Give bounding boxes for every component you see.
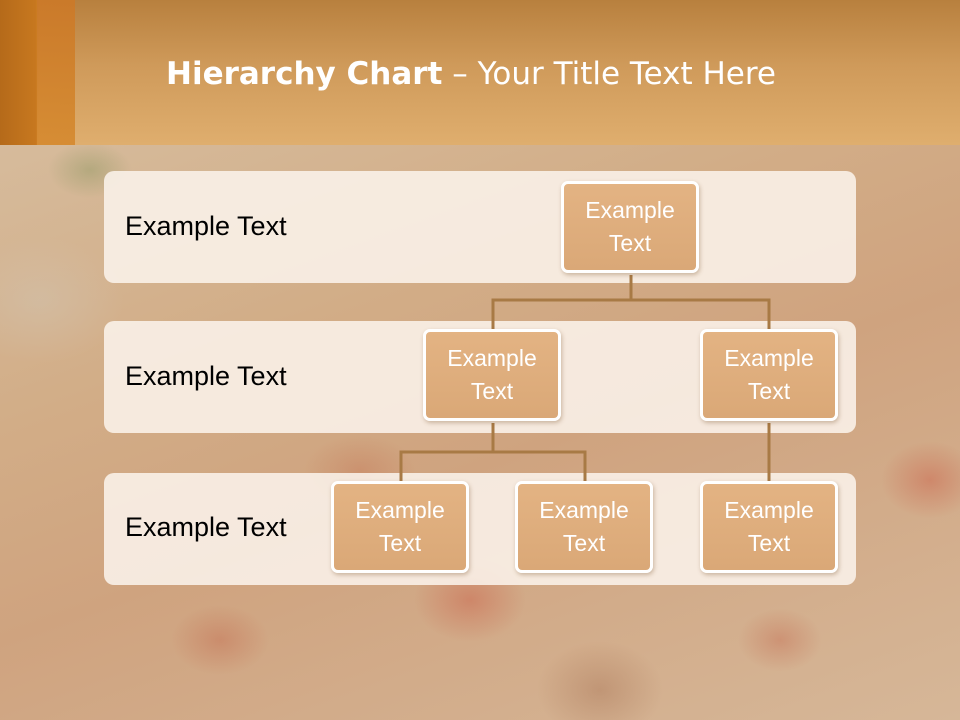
node-level2-left-label: Example Text	[447, 345, 537, 404]
connector-root-to-level2-right	[631, 298, 771, 330]
level-2-label[interactable]: Example Text	[125, 361, 287, 391]
slide-title[interactable]: Hierarchy Chart – Your Title Text Here	[166, 56, 776, 92]
node-level3-right[interactable]: Example Text	[700, 481, 838, 573]
slide-title-separator: –	[442, 56, 478, 92]
node-level2-right[interactable]: Example Text	[700, 329, 838, 421]
connector-root-to-level2	[491, 275, 633, 330]
node-level2-right-label: Example Text	[724, 345, 814, 404]
level-3-label[interactable]: Example Text	[125, 512, 287, 542]
node-level3-middle[interactable]: Example Text	[515, 481, 653, 573]
slide-title-bold: Hierarchy Chart	[166, 56, 443, 92]
slide-title-rest: Your Title Text Here	[477, 56, 776, 92]
node-root[interactable]: Example Text	[561, 181, 699, 273]
connector-level2-left-to-level3	[399, 423, 495, 482]
title-bar	[0, 0, 960, 145]
node-level3-left-label: Example Text	[355, 497, 445, 556]
level-1-label[interactable]: Example Text	[125, 211, 287, 241]
node-level3-middle-label: Example Text	[539, 497, 629, 556]
level-band-1	[104, 171, 856, 283]
header-accent-stripe-inner	[37, 0, 75, 145]
connector-level2-left-to-level3-middle	[493, 450, 587, 482]
node-level2-left[interactable]: Example Text	[423, 329, 561, 421]
node-level3-right-label: Example Text	[724, 497, 814, 556]
node-root-label: Example Text	[585, 197, 675, 256]
node-level3-left[interactable]: Example Text	[331, 481, 469, 573]
